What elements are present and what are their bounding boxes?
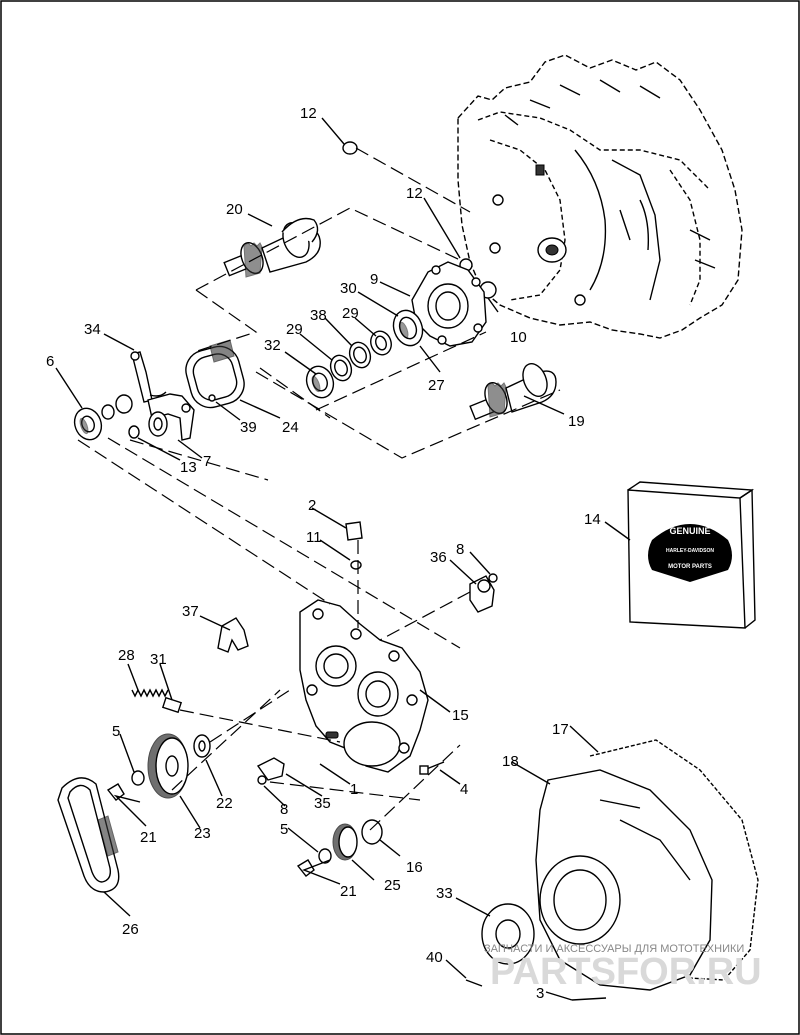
- watermark-brand: PARTSFOR.RU: [490, 951, 762, 993]
- callout-10: 10: [510, 329, 527, 346]
- bracket-37: [217, 617, 249, 653]
- cam-support-plate-9: [411, 261, 487, 347]
- harley-logo: [648, 524, 732, 582]
- cam-cover-18: [535, 769, 713, 991]
- callout-16: 16: [406, 859, 423, 876]
- cam-plate-15: [299, 599, 429, 773]
- callout-33: 33: [436, 885, 453, 902]
- logo-motor-parts-text: MOTOR PARTS: [668, 564, 712, 570]
- cam-tensioner-36: [469, 575, 495, 613]
- callout-34: 34: [84, 321, 101, 338]
- callout-31: 31: [150, 651, 167, 668]
- washer-6b: [115, 394, 133, 414]
- bushing-16: [361, 819, 383, 845]
- screw-40: [465, 979, 483, 987]
- callout-22: 22: [216, 795, 233, 812]
- bolt-21-upper: [106, 783, 125, 801]
- camshaft-19: [469, 363, 557, 421]
- o-ring-12-top: [342, 141, 358, 155]
- callout-39: 39: [240, 419, 257, 436]
- callout-30: 30: [340, 280, 357, 297]
- callout-5-lower: 5: [280, 821, 288, 838]
- washer-6a: [101, 404, 115, 420]
- logo-genuine-text: GENUINE: [669, 526, 710, 536]
- callout-23: 23: [194, 825, 211, 842]
- callout-21-upper: 21: [140, 829, 157, 846]
- callout-18: 18: [502, 753, 519, 770]
- callout-32: 32: [264, 337, 281, 354]
- callout-25: 25: [384, 877, 401, 894]
- callout-14: 14: [584, 511, 601, 528]
- bearing-6: [73, 407, 103, 441]
- callout-6: 6: [46, 353, 54, 370]
- callout-35: 35: [314, 795, 331, 812]
- washer-5-lower: [318, 848, 332, 864]
- pin-39: [208, 394, 216, 402]
- o-ring-11: [350, 560, 362, 570]
- callout-40: 40: [426, 949, 443, 966]
- callout-27: 27: [428, 377, 445, 394]
- callout-13: 13: [180, 459, 197, 476]
- gear-25: [332, 823, 358, 861]
- bearing-7: [148, 411, 168, 437]
- callout-17: 17: [552, 721, 569, 738]
- callout-26: 26: [122, 921, 139, 938]
- callout-12-top: 12: [300, 105, 317, 122]
- callout-5-upper: 5: [112, 723, 120, 740]
- camshaft-20: [223, 217, 321, 278]
- callout-2: 2: [308, 497, 316, 514]
- genuine-parts-box-14: GENUINE HARLEY-DAVIDSON MOTOR PARTS: [627, 481, 756, 629]
- retaining-ring-13: [128, 425, 140, 439]
- tensioner-34: [130, 351, 167, 403]
- callout-19: 19: [568, 413, 585, 430]
- o-ring-8-top: [488, 573, 498, 583]
- callout-28: 28: [118, 647, 135, 664]
- spring-28: [131, 688, 169, 698]
- belt-26: [57, 777, 120, 893]
- crankcase: [457, 54, 743, 339]
- callout-15: 15: [452, 707, 469, 724]
- bearing-22: [193, 734, 211, 758]
- callout-8-top: 8: [456, 541, 464, 558]
- leader-lines: [55, 117, 631, 1001]
- tensioner-7: [147, 393, 195, 441]
- watermark-caption: ЗАПЧАСТИ И АКСЕССУАРЫ ДЛЯ МОТОТЕХНИКИ: [484, 943, 744, 955]
- sensor-35: [256, 757, 285, 781]
- callout-7: 7: [203, 453, 211, 470]
- screw-3: [571, 997, 607, 1001]
- callout-24: 24: [282, 419, 299, 436]
- callout-12-mid: 12: [406, 185, 423, 202]
- gear-23: [147, 733, 189, 799]
- logo-brand-text: HARLEY-DAVIDSON: [666, 548, 714, 554]
- callout-3: 3: [536, 985, 544, 1002]
- callout-9: 9: [370, 271, 378, 288]
- callout-29-right: 29: [342, 305, 359, 322]
- callout-20: 20: [226, 201, 243, 218]
- callout-labels: 12 12 20 9 30 10 38 29 29 32 34 6 27 19 …: [46, 105, 601, 1002]
- callout-8-lower: 8: [280, 801, 288, 818]
- washer-5-upper: [131, 770, 145, 786]
- watermark: PARTSFOR.RU ЗАПЧАСТИ И АКСЕССУАРЫ ДЛЯ МО…: [484, 943, 762, 993]
- bearing-30: [392, 309, 424, 347]
- piston-31: [161, 696, 183, 714]
- callout-37: 37: [182, 603, 199, 620]
- callout-21-lower: 21: [340, 883, 357, 900]
- callout-1: 1: [350, 781, 358, 798]
- cam-chain-24: [185, 339, 245, 409]
- callout-4: 4: [460, 781, 468, 798]
- gasket-17: [589, 739, 759, 981]
- assembly-lines: [77, 147, 561, 831]
- bearing-32: [305, 365, 335, 399]
- callout-29-left: 29: [286, 321, 303, 338]
- plug-2: [345, 521, 363, 541]
- o-ring-8-lower: [257, 775, 267, 785]
- callout-36: 36: [430, 549, 447, 566]
- callout-38: 38: [310, 307, 327, 324]
- seal-33: [481, 903, 535, 965]
- callout-11: 11: [306, 529, 322, 546]
- spacer-29-upper: [370, 330, 392, 356]
